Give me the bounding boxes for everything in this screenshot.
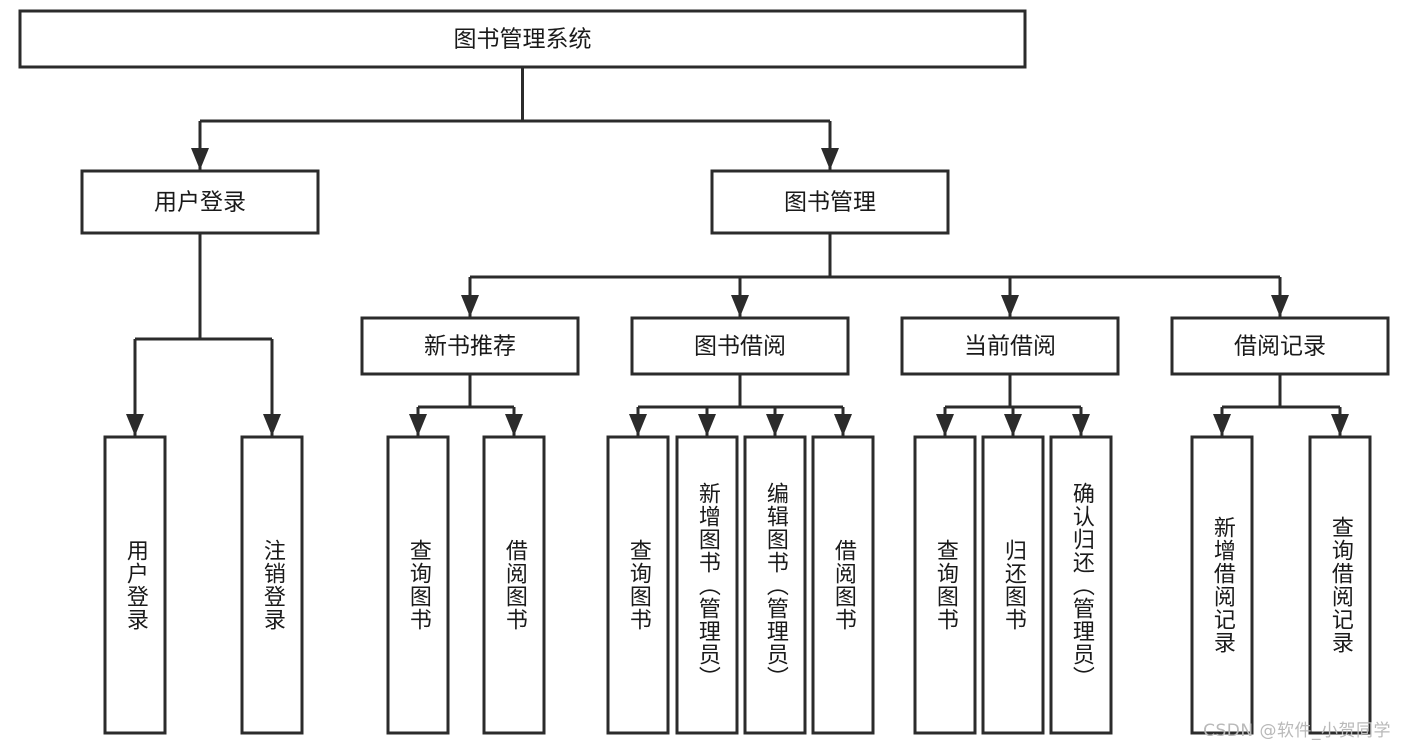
arrow-head-icon (409, 414, 427, 436)
node-current-borrow[interactable]: 当前借阅 (900, 316, 1120, 376)
node-label-book-borrow: 图书借阅 (694, 334, 786, 360)
edge-group-book-manage (461, 233, 1289, 317)
node-leaf-cb-confirm[interactable] (1049, 435, 1113, 735)
node-box-user-login (80, 169, 320, 235)
node-box-leaf-rec-query (386, 435, 450, 735)
node-user-login[interactable]: 用户登录 (80, 169, 320, 235)
arrow-head-icon (1004, 414, 1022, 436)
arrow-head-icon (629, 414, 647, 436)
node-label-new-book-rec: 新书推荐 (424, 334, 516, 360)
arrow-head-icon (936, 414, 954, 436)
arrow-head-icon (1213, 414, 1231, 436)
node-box-new-book-rec (360, 316, 580, 376)
node-box-book-borrow (630, 316, 850, 376)
arrow-head-icon (126, 414, 144, 436)
arrow-head-icon (698, 414, 716, 436)
node-box-leaf-bb-add (675, 435, 739, 735)
arrow-head-icon (1271, 295, 1289, 317)
node-label-book-manage: 图书管理 (784, 190, 876, 216)
node-leaf-br-query[interactable] (1308, 435, 1372, 735)
node-book-borrow[interactable]: 图书借阅 (630, 316, 850, 376)
node-leaf-rec-borrow[interactable] (482, 435, 546, 735)
node-box-leaf-bb-edit (743, 435, 807, 735)
node-leaf-bb-query[interactable] (606, 435, 670, 735)
node-leaf-user-logout[interactable] (240, 435, 304, 735)
node-box-leaf-br-query (1308, 435, 1372, 735)
node-label-root: 图书管理系统 (454, 27, 592, 53)
node-box-leaf-cb-confirm (1049, 435, 1113, 735)
node-root[interactable]: 图书管理系统 (18, 9, 1027, 69)
arrow-head-icon (191, 148, 209, 170)
node-leaf-bb-edit[interactable] (743, 435, 807, 735)
node-box-leaf-cb-query (913, 435, 977, 735)
arrow-head-icon (505, 414, 523, 436)
node-box-leaf-bb-query (606, 435, 670, 735)
node-box-current-borrow (900, 316, 1120, 376)
node-label-user-login: 用户登录 (154, 190, 246, 216)
node-new-book-rec[interactable]: 新书推荐 (360, 316, 580, 376)
node-borrow-record[interactable]: 借阅记录 (1170, 316, 1390, 376)
node-box-leaf-br-add (1190, 435, 1254, 735)
arrow-head-icon (1331, 414, 1349, 436)
node-box-borrow-record (1170, 316, 1390, 376)
arrow-head-icon (263, 414, 281, 436)
arrow-head-icon (834, 414, 852, 436)
node-box-book-manage (710, 169, 950, 235)
arrow-head-icon (461, 295, 479, 317)
node-leaf-bb-add[interactable] (675, 435, 739, 735)
edge-group-book-borrow (629, 374, 852, 436)
edge-group-borrow-record (1213, 374, 1349, 436)
node-box-leaf-rec-borrow (482, 435, 546, 735)
node-leaf-user-login[interactable] (103, 435, 167, 735)
node-leaf-rec-query[interactable] (386, 435, 450, 735)
node-leaf-cb-query[interactable] (913, 435, 977, 735)
edge-group-current-borrow (936, 374, 1090, 436)
arrow-head-icon (1072, 414, 1090, 436)
node-leaf-br-add[interactable] (1190, 435, 1254, 735)
node-box-leaf-user-login (103, 435, 167, 735)
arrow-head-icon (1001, 295, 1019, 317)
node-leaf-cb-return[interactable] (981, 435, 1045, 735)
arrow-head-icon (821, 148, 839, 170)
edge-group-root (191, 67, 839, 170)
edge-group-new-book-rec (409, 374, 523, 436)
arrow-head-icon (766, 414, 784, 436)
node-box-root (18, 9, 1027, 69)
node-box-leaf-cb-return (981, 435, 1045, 735)
arrow-head-icon (731, 295, 749, 317)
node-box-leaf-bb-borrow (811, 435, 875, 735)
node-label-borrow-record: 借阅记录 (1234, 334, 1326, 360)
edges-layer (126, 67, 1349, 436)
node-box-leaf-user-logout (240, 435, 304, 735)
node-leaf-bb-borrow[interactable] (811, 435, 875, 735)
node-label-current-borrow: 当前借阅 (964, 334, 1056, 360)
edge-group-user-login (126, 233, 281, 436)
node-book-manage[interactable]: 图书管理 (710, 169, 950, 235)
